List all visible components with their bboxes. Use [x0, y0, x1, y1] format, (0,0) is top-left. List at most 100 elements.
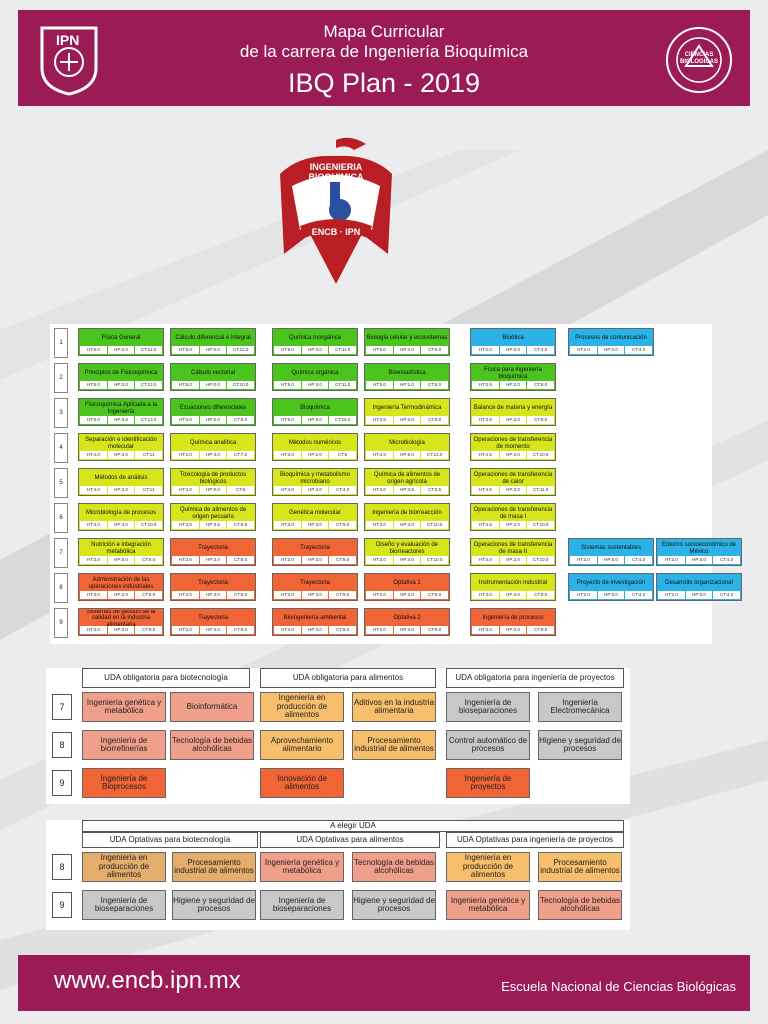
hours-value: HP:2.0 — [107, 346, 135, 354]
hours-value: HT:4.0 — [80, 486, 107, 494]
course-name: Operaciones de transferencia de masa I — [473, 507, 553, 520]
hours-value: CT:10.0 — [527, 451, 555, 459]
hours-value: HP:5.0 — [393, 451, 421, 459]
course-name: Desarrollo organizacional — [665, 580, 733, 587]
course-name: Procesos de comunicación — [575, 335, 647, 342]
hours-value: HT:3.5 — [472, 381, 499, 389]
ciencias-seal-text: CIENCIAS BIOLOGICAS — [679, 52, 718, 65]
hours-value: HP:0.0 — [597, 591, 625, 599]
website-link[interactable]: www.encb.ipn.mx — [54, 967, 241, 994]
uda-course-box: Tecnología de bebidas alcohólicas — [170, 730, 254, 760]
hours-value: HT:3.0 — [80, 521, 107, 529]
hours-value: CT:13.0 — [135, 381, 163, 389]
logo-top-text: INGENIERIA BIOQUIMICA — [308, 162, 364, 182]
uda-course-box: Ingeniería de proyectos — [446, 768, 530, 798]
semester-number: 4 — [54, 433, 68, 463]
uda-optional-box: Procesamiento industrial de alimentos — [538, 852, 622, 882]
optional-group-header: UDA Optativas para ingeniería de proyect… — [446, 832, 624, 848]
hours-value: HP:0.0 — [199, 486, 227, 494]
hours-value: HP:4.0 — [107, 521, 135, 529]
course-name: Instrumentación industrial — [478, 580, 548, 587]
uda-course-box: Higiene y seguridad de procesos — [538, 730, 622, 760]
hours-value: HT:4.5 — [366, 451, 393, 459]
hours-value: HT:5.0 — [80, 416, 107, 424]
uda-optional-box: Ingeniería genética y metabólica — [260, 852, 344, 882]
hours-value: HT:3.0 — [274, 626, 301, 634]
hours-value: CT:11 — [135, 486, 163, 494]
logo-bottom-text: ENCB · IPN — [311, 227, 361, 237]
course-name: Principios de Fisicoquímica — [84, 370, 158, 377]
hours-value: CT:9.5 — [421, 486, 449, 494]
hours-value: CT:9.0 — [329, 521, 357, 529]
hours-value: CT:9.0 — [421, 591, 449, 599]
hours-value: HP:2.0 — [499, 556, 527, 564]
semester-number: 7 — [52, 694, 72, 720]
hours-value: CT:10.0 — [227, 381, 255, 389]
hours-value: HP:0.0 — [199, 381, 227, 389]
hours-value: CT:9.0 — [329, 591, 357, 599]
course-name: Optativa 2 — [393, 615, 421, 622]
hours-value: HP:3.0 — [301, 591, 329, 599]
hours-value: HP:3.0 — [107, 626, 135, 634]
course-name: Sistemas sustentables — [580, 545, 642, 552]
optional-group-header: UDA Optativas para biotecnología — [82, 832, 258, 848]
hours-value: HT:3.0 — [172, 626, 199, 634]
hours-value: CT:11.0 — [329, 346, 357, 354]
hours-value: HP:0.0 — [499, 346, 527, 354]
hours-value: CT:8.0 — [135, 591, 163, 599]
hours-value: CT:9.0 — [135, 626, 163, 634]
hours-value: HP:0.0 — [199, 346, 227, 354]
uda-course-box: Innovación de alimentos — [260, 768, 344, 798]
hours-value: HT:3.0 — [366, 556, 393, 564]
hours-value: HP:2.0 — [107, 591, 135, 599]
hours-value: CT:6.0 — [135, 556, 163, 564]
hours-value: CT:13.0 — [421, 451, 449, 459]
course-name: Sistemas de gestión de la calidad en la … — [86, 610, 156, 627]
course-name: Métodos de análisis — [94, 475, 148, 482]
course-name: Cálculo diferencial e integral — [175, 335, 251, 342]
hours-value: HT:3.0 — [172, 486, 199, 494]
hours-value: CT:12.0 — [135, 346, 163, 354]
course-name: Ingeniería de biorreacción — [372, 510, 442, 517]
course-name: Balance de materia y energía — [473, 405, 553, 412]
hours-value: HT:3.0 — [80, 556, 107, 564]
course-cell: Administración de las operaciones indust… — [78, 573, 164, 601]
hours-value: CT:4.0 — [713, 556, 741, 564]
course-name: Operaciones de transferencia de momento — [473, 437, 553, 450]
course-name: Bioingeniería ambiental — [283, 615, 347, 622]
course-name: Operaciones de transferencia de calor — [473, 472, 553, 485]
hours-value: CT:6.0 — [421, 346, 449, 354]
semester-number: 9 — [52, 770, 72, 796]
hours-value: HP:3.0 — [107, 451, 135, 459]
course-name: Bioética — [502, 335, 524, 342]
